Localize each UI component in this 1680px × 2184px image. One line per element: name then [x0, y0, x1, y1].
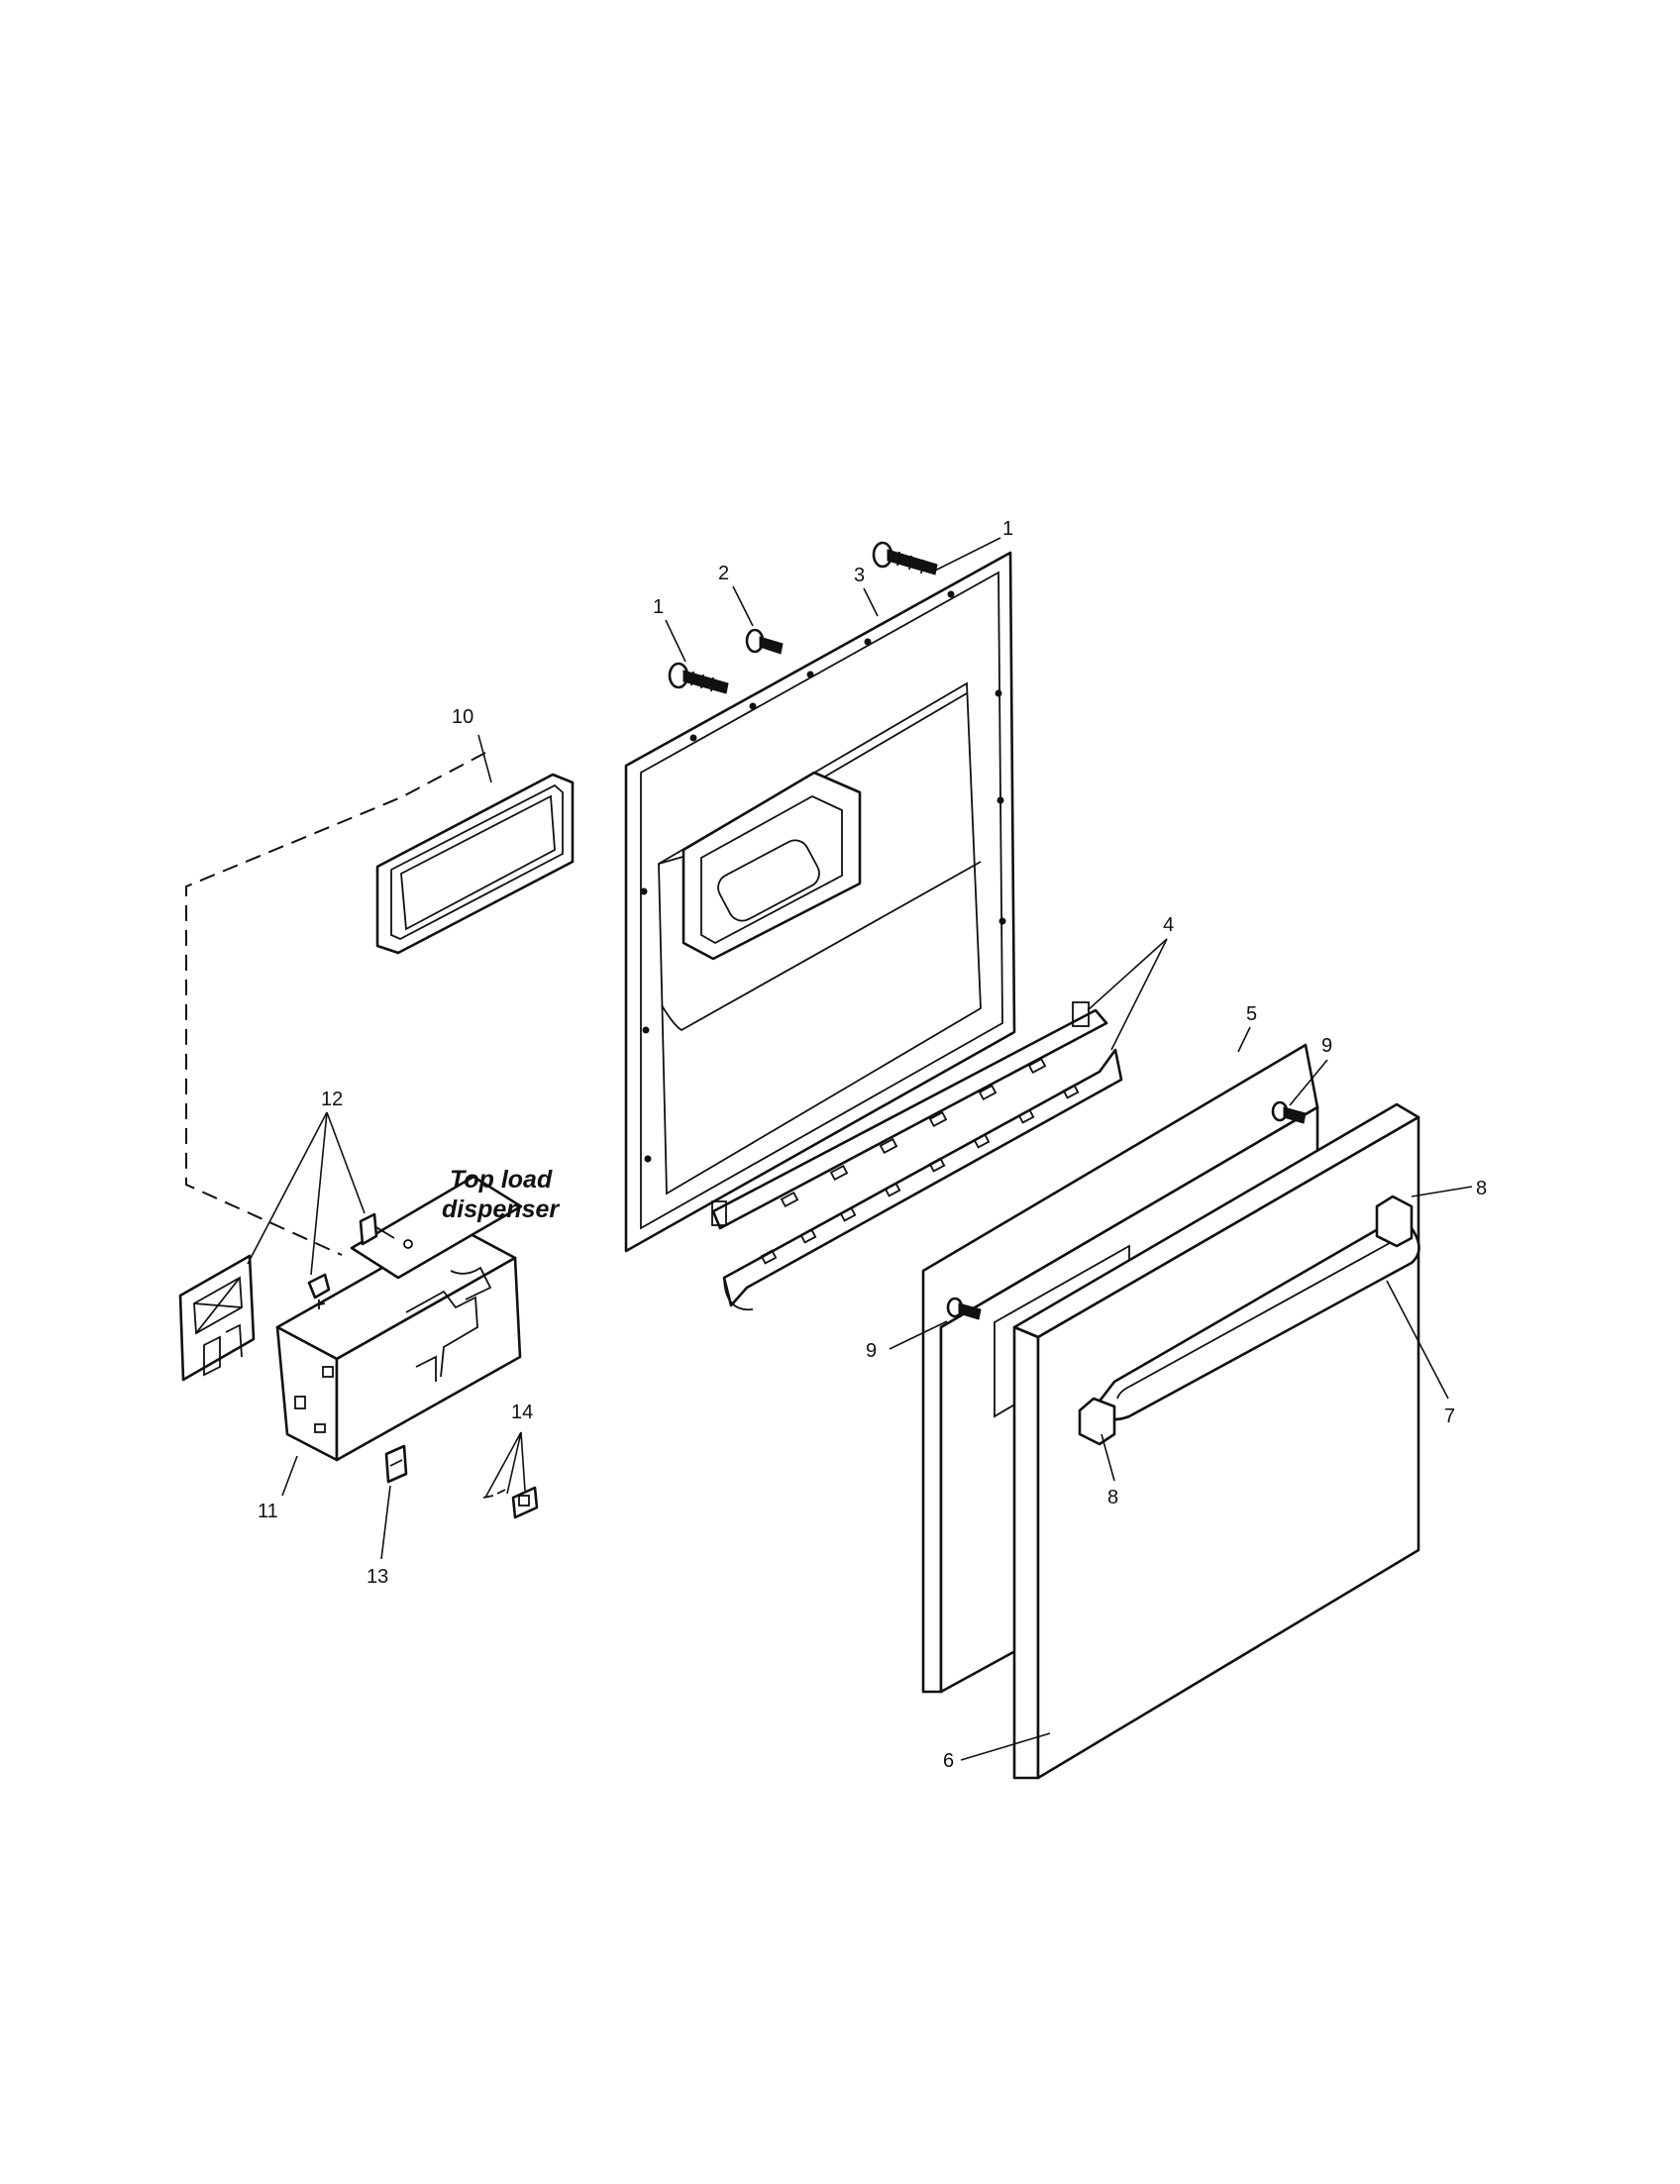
- callout-7: 7: [1444, 1405, 1455, 1427]
- callout-4: 4: [1163, 914, 1174, 936]
- callout-1-left: 1: [653, 596, 664, 618]
- callout-5: 5: [1246, 1003, 1257, 1025]
- screw-9-bottom: [946, 1297, 982, 1320]
- callout-10: 10: [452, 706, 473, 728]
- callout-11: 11: [258, 1501, 278, 1522]
- dispenser-gasket: [375, 773, 575, 955]
- handle-end-cap-left: [1078, 1397, 1116, 1446]
- inner-door-panel: [624, 551, 1016, 1253]
- leader-lines: [247, 537, 1473, 1761]
- callout-13: 13: [367, 1566, 388, 1588]
- callout-9-bottom: 9: [866, 1340, 877, 1362]
- callout-8-right: 8: [1476, 1178, 1487, 1199]
- callout-8-left: 8: [1107, 1487, 1118, 1508]
- dispenser-bracket: [178, 1254, 256, 1382]
- callout-3: 3: [854, 565, 865, 586]
- hinge-strip: [711, 1001, 1123, 1311]
- screw-1-left: [668, 662, 729, 694]
- small-clip-13: [384, 1444, 408, 1484]
- callout-2: 2: [718, 563, 729, 584]
- dispenser-assembly: [275, 1175, 523, 1462]
- callout-9-top: 9: [1321, 1035, 1332, 1057]
- caption-line-1: Top load: [450, 1166, 553, 1194]
- callout-1-right: 1: [1002, 518, 1013, 540]
- screw-9-top: [1271, 1100, 1307, 1124]
- callout-12: 12: [321, 1089, 343, 1110]
- caption-line-2: dispenser: [442, 1196, 560, 1223]
- callout-6: 6: [943, 1750, 954, 1772]
- small-spring-pin: [359, 1212, 413, 1249]
- small-parts-14: [482, 1486, 539, 1519]
- screw-2: [745, 628, 784, 655]
- handle-end-cap-right: [1375, 1195, 1414, 1248]
- alignment-dashed-line: [185, 752, 486, 1256]
- small-latch: [307, 1273, 331, 1309]
- screw-1-right: [872, 541, 938, 575]
- callout-14: 14: [511, 1402, 533, 1423]
